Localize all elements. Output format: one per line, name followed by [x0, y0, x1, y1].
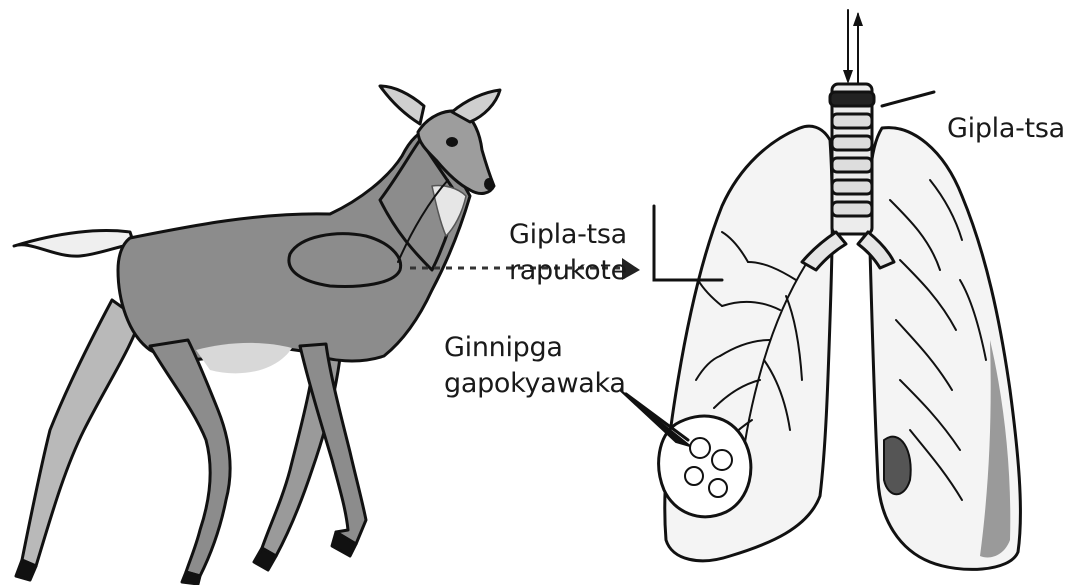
deer-hind-leg-far	[22, 300, 140, 566]
airflow-out-arrowhead	[853, 12, 863, 26]
trachea-ring	[830, 92, 874, 106]
deer-illustration	[14, 86, 500, 584]
trachea-ring	[832, 114, 872, 128]
alveoli-label-line2: gapokyawaka	[444, 368, 626, 400]
lungs-illustration	[659, 10, 1021, 569]
trachea-label: Gipla-tsa	[947, 113, 1065, 145]
deer-tail	[14, 231, 134, 257]
trachea-ring	[832, 202, 872, 216]
trachea-ring	[832, 158, 872, 172]
trachea-ring	[832, 180, 872, 194]
trachea-leader	[882, 92, 934, 106]
airflow-in-arrowhead	[843, 70, 853, 84]
deer-ear-left	[380, 86, 424, 124]
bronchus-label-line2: rapukote	[509, 255, 627, 287]
deer-hind-leg-near	[150, 340, 230, 576]
alveoli-label-line1: Ginnipga	[444, 332, 563, 364]
deer-belly-patch	[196, 343, 292, 373]
bronchus-label-line1: Gipla-tsa	[509, 219, 627, 251]
trachea-ring	[832, 136, 872, 150]
deer-ear-right	[452, 90, 500, 122]
deer-hoof	[182, 572, 200, 584]
deer-nose	[484, 178, 494, 190]
deer-eye	[446, 137, 458, 147]
